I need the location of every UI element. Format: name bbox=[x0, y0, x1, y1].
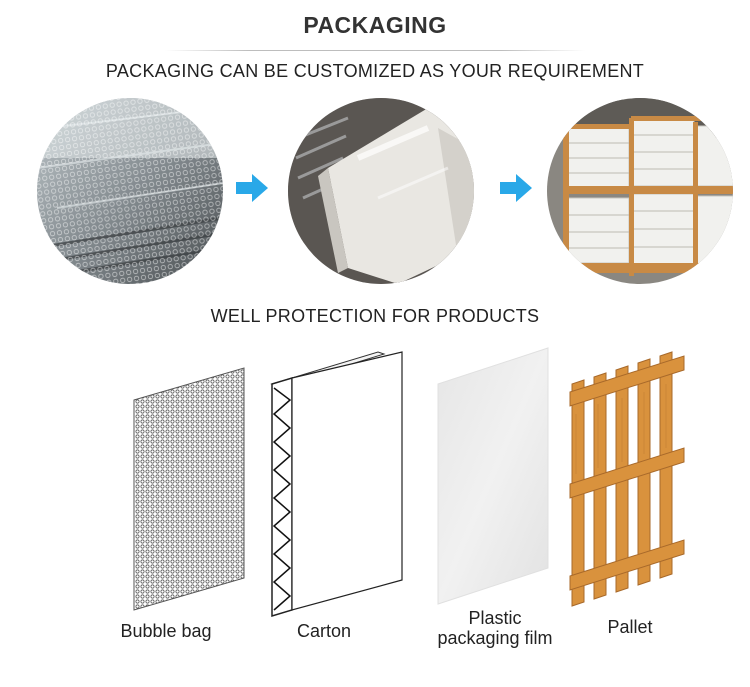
label-plastic-film-line1: Plastic bbox=[468, 608, 522, 628]
pallet-illustration bbox=[566, 344, 688, 613]
label-carton: Carton bbox=[296, 621, 352, 641]
carton-illustration bbox=[266, 348, 406, 623]
photo-bubble-wrapped-product bbox=[37, 98, 223, 284]
page-title: PACKAGING bbox=[303, 12, 447, 38]
photo-carton-box bbox=[288, 98, 474, 284]
label-pallet: Pallet bbox=[607, 617, 653, 637]
page-subtitle: PACKAGING CAN BE CUSTOMIZED AS YOUR REQU… bbox=[105, 61, 645, 81]
bubble-bag-illustration bbox=[130, 364, 248, 619]
section-title: WELL PROTECTION FOR PRODUCTS bbox=[210, 306, 540, 326]
label-bubble-bag: Bubble bag bbox=[120, 621, 212, 641]
label-plastic-film: Plastic packaging film bbox=[420, 608, 570, 648]
plastic-film-illustration bbox=[434, 346, 552, 613]
arrow-right-icon bbox=[236, 174, 268, 207]
title-divider bbox=[165, 50, 585, 51]
arrow-right-icon bbox=[500, 174, 532, 207]
label-plastic-film-line2: packaging film bbox=[437, 628, 553, 648]
photo-palletized-boxes bbox=[547, 98, 733, 284]
